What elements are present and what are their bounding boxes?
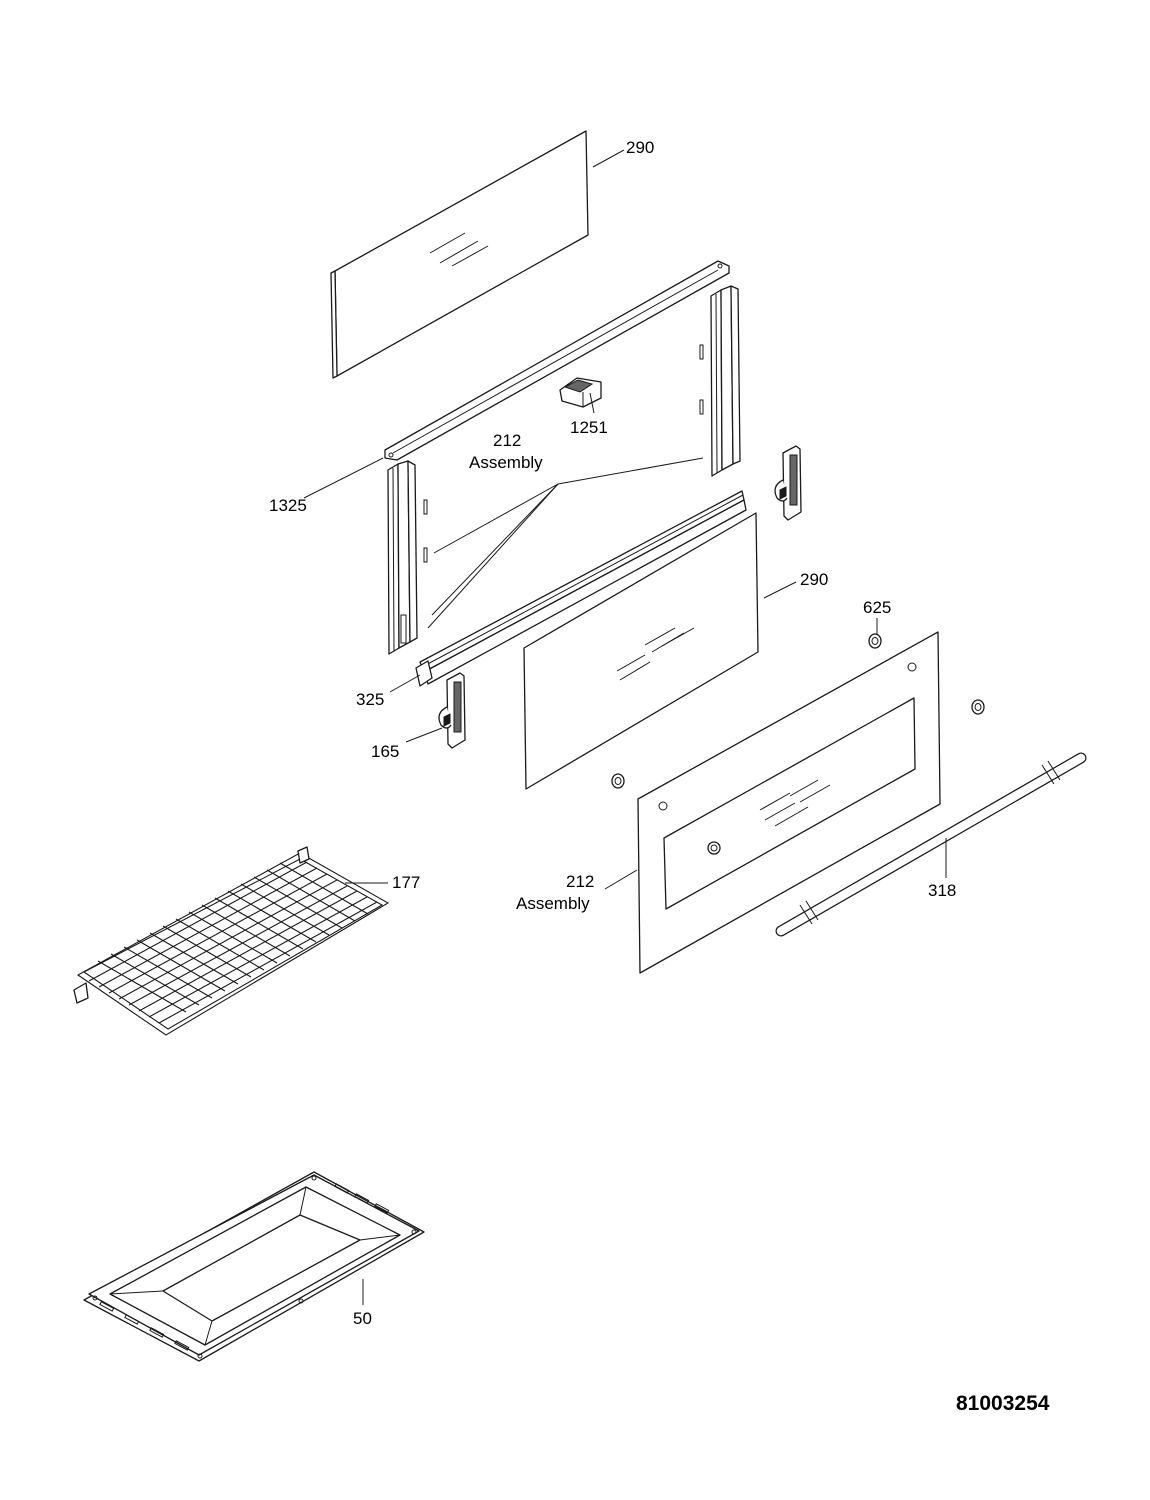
hinge-left [438, 672, 466, 749]
label-290-middle: 290 [800, 570, 828, 589]
leader-lines [303, 149, 947, 1305]
label-assembly-upper: Assembly [469, 453, 543, 472]
spacer-top [868, 633, 882, 649]
label-165: 165 [371, 742, 399, 761]
tray-slots [99, 1183, 390, 1351]
label-290-upper: 290 [626, 138, 654, 157]
label-318: 318 [928, 881, 956, 900]
label-50: 50 [353, 1309, 372, 1328]
label-625: 625 [863, 598, 891, 617]
spacer-left [611, 773, 625, 789]
glass-panel-middle [523, 512, 759, 790]
label-325: 325 [356, 690, 384, 709]
spacer-right [971, 699, 985, 715]
bracket-1251 [559, 377, 602, 408]
broiler-tray [83, 1171, 425, 1362]
label-212-upper: 212 [493, 431, 521, 450]
label-assembly-lower: Assembly [516, 894, 590, 913]
label-212-lower: 212 [566, 872, 594, 891]
label-1325: 1325 [269, 496, 307, 515]
hinge-right [774, 445, 802, 521]
rack-wires-cross [97, 862, 369, 1013]
glass-panel-upper [330, 130, 589, 379]
rack-wires-long [88, 861, 378, 1024]
handle-bar [775, 752, 1087, 937]
bottom-channel-325 [415, 490, 747, 687]
label-1251: 1251 [570, 418, 608, 437]
callout-labels: 290 1251 212 Assembly 1325 290 625 325 1… [269, 138, 956, 1328]
outer-door-assembly [637, 631, 941, 974]
label-177: 177 [392, 873, 420, 892]
side-channel-left [387, 460, 428, 655]
oven-rack [73, 846, 390, 1036]
side-channel-right [699, 285, 741, 477]
drawing-number: 81003254 [956, 1392, 1050, 1415]
top-trim-strip [384, 260, 730, 461]
spacers-625 [611, 633, 985, 789]
